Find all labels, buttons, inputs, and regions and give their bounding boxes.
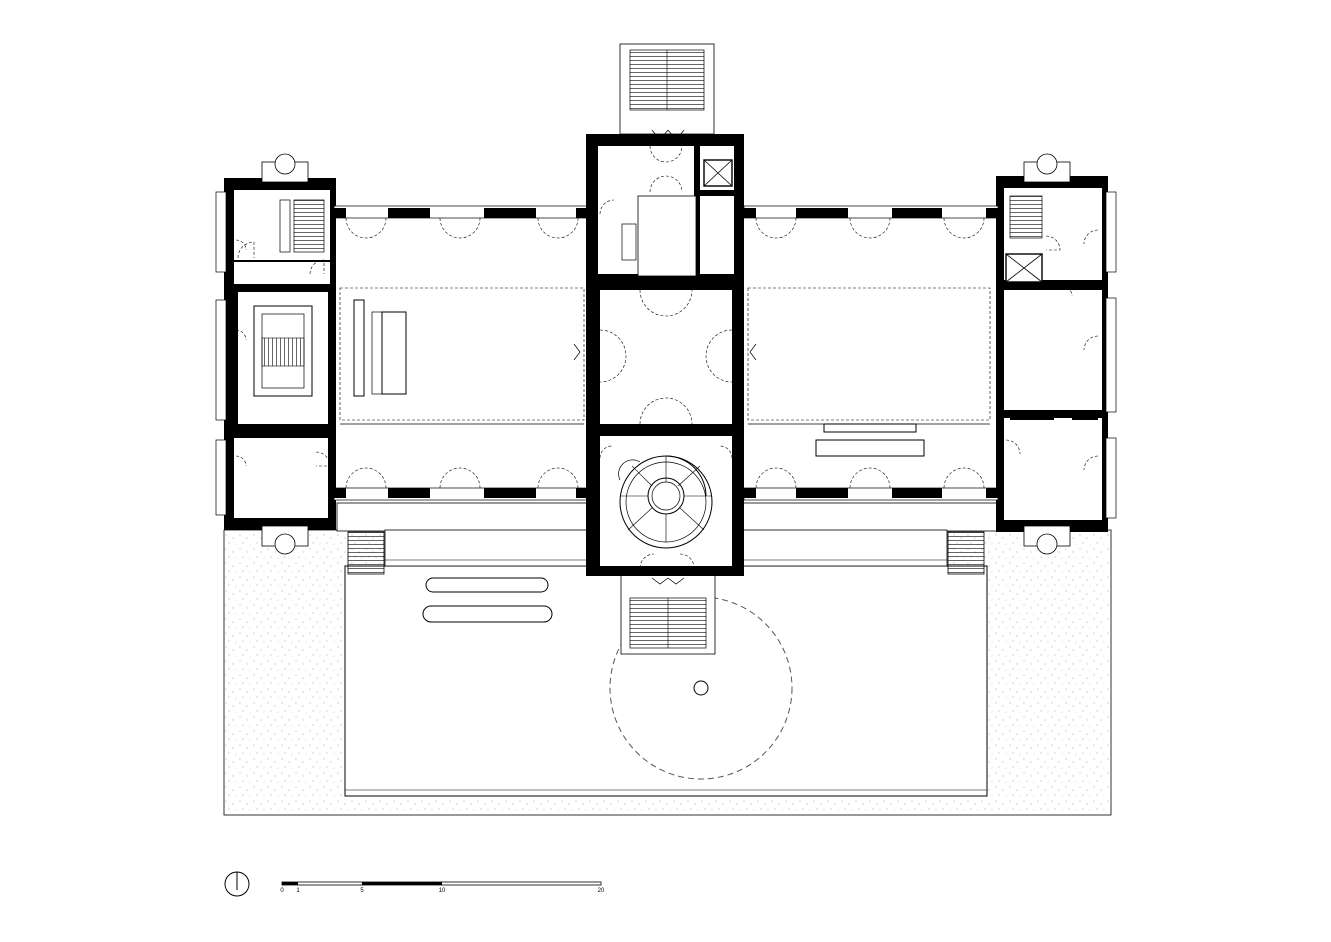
scale-label-1: 1 [296,888,300,894]
bench [422,577,553,623]
tree-canopy [609,596,793,780]
scale-label-10: 10 [439,888,446,894]
left-hall [333,205,589,501]
south-entrance-stair [620,573,716,655]
north-entrance-stair [619,43,715,135]
right-hall [743,205,999,501]
scale-label-5: 5 [360,888,364,894]
scale-bar: 0 1 5 10 20 [280,881,605,894]
left-wing [215,153,336,555]
scale-label-0: 0 [280,888,284,894]
central-block [573,129,1003,585]
scale-label-20: 20 [598,888,605,894]
terrace-steps-left [347,531,385,575]
terrace-steps-right [947,531,985,575]
north-arrow-icon [224,871,250,897]
right-wing [996,153,1117,555]
